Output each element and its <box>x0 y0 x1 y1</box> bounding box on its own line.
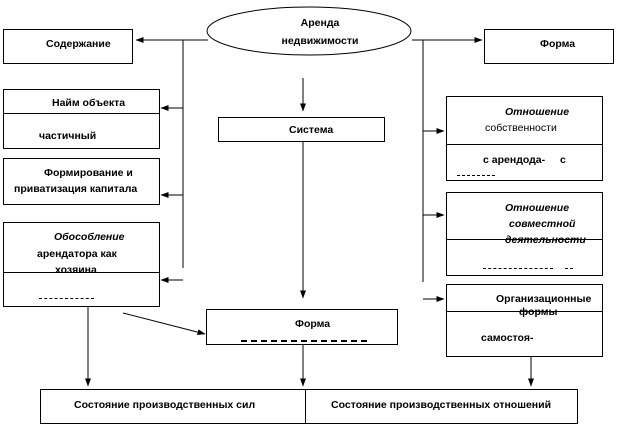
node-formirovanie-line2: приватизация капитала <box>14 183 138 195</box>
node-forma-center-dash <box>241 340 367 342</box>
edge-diagonal-to-forma-center <box>122 312 206 336</box>
root-label-line2: недвижимости <box>281 35 359 47</box>
node-otnoshenie-sovm-line3: деятельности <box>505 234 586 246</box>
node-org-formy-line1: Организационные <box>496 293 592 305</box>
node-naim-title: Найм объекта <box>52 97 126 109</box>
node-sost-sil-label: Состояние производственных сил <box>74 399 256 411</box>
node-otnoshenie-sovm-divider <box>447 239 602 240</box>
node-otnoshenie-sobstv: Отношение собственности с арендода- с <box>446 96 603 181</box>
node-obosoblenie-divider <box>4 272 159 273</box>
node-org-formy-line3: самостоя- <box>481 332 534 344</box>
node-obosoblenie-line3: хозяина <box>55 264 97 276</box>
node-otnoshenie-sobstv-divider <box>447 144 602 145</box>
node-forma-center: Форма <box>206 309 398 345</box>
node-bottom-divider <box>305 390 306 423</box>
node-otnoshenie-sobstv-line1: Отношение <box>505 106 570 118</box>
node-sistema-label: Система <box>289 124 334 136</box>
node-otnoshenie-sobstv-line4: с <box>560 154 566 166</box>
node-sistema: Система <box>218 117 385 142</box>
node-obosoblenie-line1: Обособление <box>54 231 125 243</box>
root-label-line1: Аренда <box>300 17 340 29</box>
node-naim-divider <box>4 113 159 114</box>
node-org-formy-line2: формы <box>519 306 558 318</box>
node-otnoshenie-sobstv-line2: собственности <box>485 122 557 134</box>
node-formirovanie-line1: Формирование и <box>44 167 133 179</box>
node-otnoshenie-sovm-dash2 <box>565 268 573 269</box>
node-otnoshenie-sovm-line2: совместной <box>509 218 576 230</box>
node-obosoblenie-dash <box>39 298 94 299</box>
node-otnoshenie-sovm-dash1 <box>483 268 553 269</box>
node-forma-right: Форма <box>484 29 614 64</box>
node-forma-right-label: Форма <box>540 38 576 50</box>
node-obosoblenie: Обособление арендатора как хозяина <box>3 222 160 307</box>
node-org-formy: Организационные формы самостоя- <box>446 284 603 357</box>
node-forma-center-label: Форма <box>295 318 331 330</box>
node-org-formy-divider <box>447 311 602 312</box>
node-soderzhanie: Содержание <box>3 29 133 64</box>
root-ellipse <box>206 6 412 56</box>
node-formirovanie: Формирование и приватизация капитала <box>3 158 160 205</box>
node-sost-otnosh-label: Состояние производственных отношений <box>331 399 552 411</box>
node-otnoshenie-sobstv-dash <box>457 175 495 176</box>
node-soderzhanie-label: Содержание <box>46 38 111 50</box>
node-naim: Найм объекта частичный <box>3 89 160 149</box>
node-bottom-state: Состояние производственных сил Состояние… <box>40 389 578 424</box>
node-naim-sub: частичный <box>39 130 97 142</box>
node-obosoblenie-line2: арендатора как <box>37 248 117 260</box>
node-otnoshenie-sovm-line1: Отношение <box>505 202 570 214</box>
node-otnoshenie-sobstv-line3: с арендода- <box>483 154 546 166</box>
node-otnoshenie-sovm: Отношение совместной деятельности <box>446 192 603 276</box>
